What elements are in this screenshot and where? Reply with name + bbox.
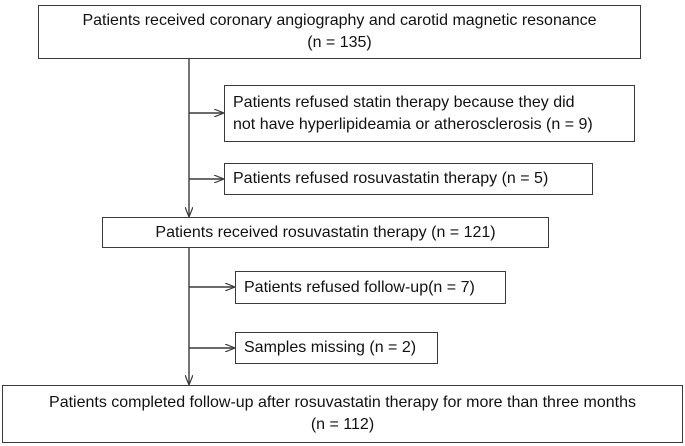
excluded-rosuvastatin-text: Patients refused rosuvastatin therapy (n…	[233, 170, 549, 187]
completed-line1: Patients completed follow-up after rosuv…	[49, 394, 636, 411]
enrolled-line2: (n = 135)	[307, 34, 372, 51]
excluded-followup-text: Patients refused follow-up(n = 7)	[244, 278, 475, 296]
completed-line2: (n = 112)	[310, 416, 375, 433]
excluded-followup-box: Patients refused follow-up(n = 7)	[235, 271, 506, 304]
excluded-samples-box: Samples missing (n = 2)	[235, 332, 438, 364]
treated-box: Patients received rosuvastatin therapy (…	[102, 217, 549, 248]
excluded-samples-text: Samples missing (n = 2)	[244, 339, 417, 356]
excluded-statin-line1: Patients refused statin therapy because …	[233, 93, 575, 111]
treated-text: Patients received rosuvastatin therapy (…	[155, 223, 496, 241]
excluded-statin-box: Patients refused statin therapy because …	[224, 85, 635, 142]
excluded-rosuvastatin-box: Patients refused rosuvastatin therapy (n…	[224, 163, 593, 195]
completed-box: Patients completed follow-up after rosuv…	[2, 385, 683, 443]
excluded-statin-line2: not have hyperlipideamia or atherosclero…	[233, 115, 593, 133]
enrolled-line1: Patients received coronary angiography a…	[82, 12, 597, 29]
enrolled-box: Patients received coronary angiography a…	[38, 5, 641, 59]
